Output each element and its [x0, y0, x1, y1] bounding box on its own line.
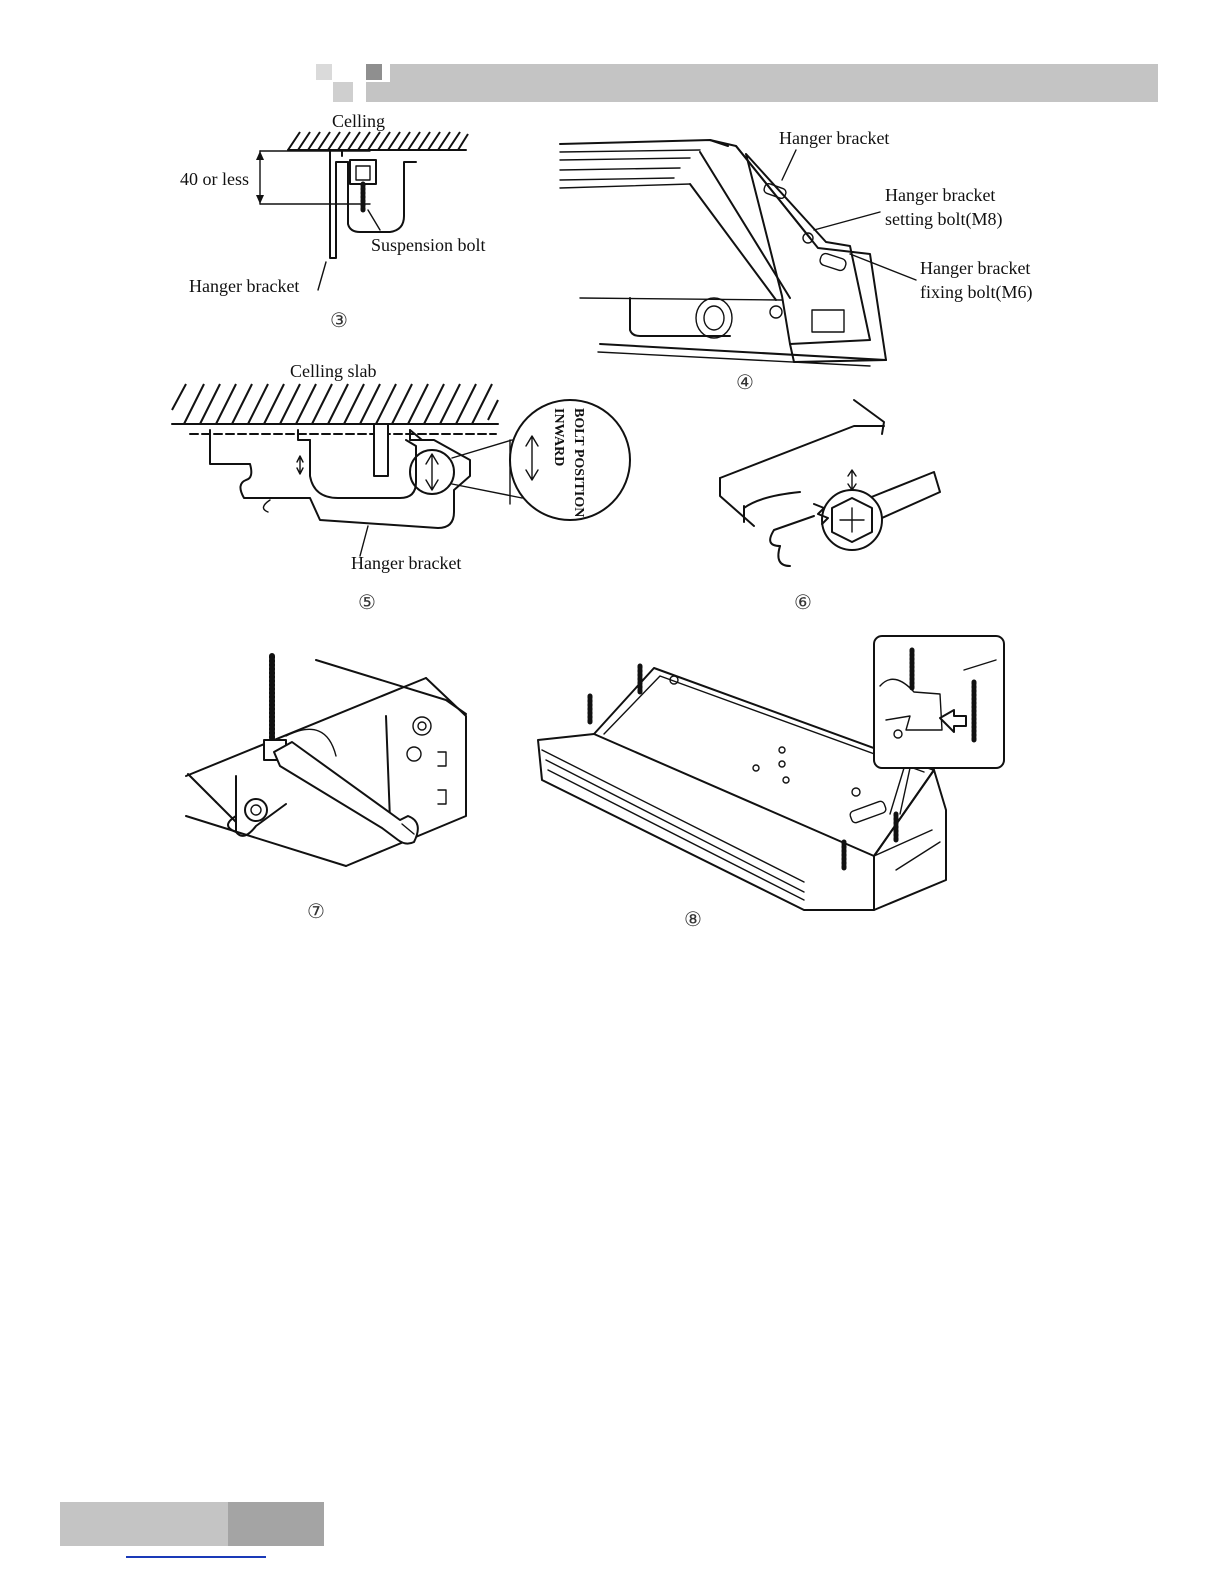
hanger-bracket-label-fig4: Hanger bracket [779, 127, 889, 149]
footer-link-underline[interactable] [126, 1556, 266, 1558]
suspension-bolt-label: Suspension bolt [371, 234, 486, 256]
ceiling-label: Celling [332, 110, 385, 132]
header-square-dark [366, 64, 382, 80]
figure-3-number: ③ [330, 309, 348, 331]
callout-line-2: INWARD [550, 408, 566, 466]
figure-8-number: ⑧ [684, 908, 702, 930]
header-bar [366, 82, 390, 102]
setting-bolt-label-2: setting bolt(M8) [885, 208, 1003, 230]
header-square-light-2 [333, 82, 353, 102]
figure-6-drawing [714, 396, 954, 576]
fixing-bolt-label-1: Hanger bracket [920, 257, 1030, 279]
figure-4-number: ④ [736, 371, 754, 393]
fixing-bolt-label-2: fixing bolt(M6) [920, 281, 1033, 303]
bolt-position-callout: BOLT POSITION INWARD [546, 408, 590, 520]
figure-7-number: ⑦ [307, 900, 325, 922]
figure-4-drawing [550, 130, 910, 370]
hanger-bracket-label-fig3: Hanger bracket [189, 275, 299, 297]
figure-8-drawing [534, 630, 1014, 940]
dimension-label: 40 or less [180, 168, 249, 190]
header-square-light-1 [316, 64, 332, 80]
figure-5-number: ⑤ [358, 591, 376, 613]
callout-line-1: BOLT POSITION [570, 408, 586, 517]
setting-bolt-label-1: Hanger bracket [885, 184, 995, 206]
figure-6-number: ⑥ [794, 591, 812, 613]
hanger-bracket-label-fig5: Hanger bracket [351, 552, 461, 574]
footer-tab-dark [228, 1502, 324, 1546]
footer-tab-light [60, 1502, 228, 1546]
figure-7-drawing [176, 656, 476, 896]
ceiling-slab-label: Celling slab [290, 360, 377, 382]
header-band [390, 64, 1158, 102]
